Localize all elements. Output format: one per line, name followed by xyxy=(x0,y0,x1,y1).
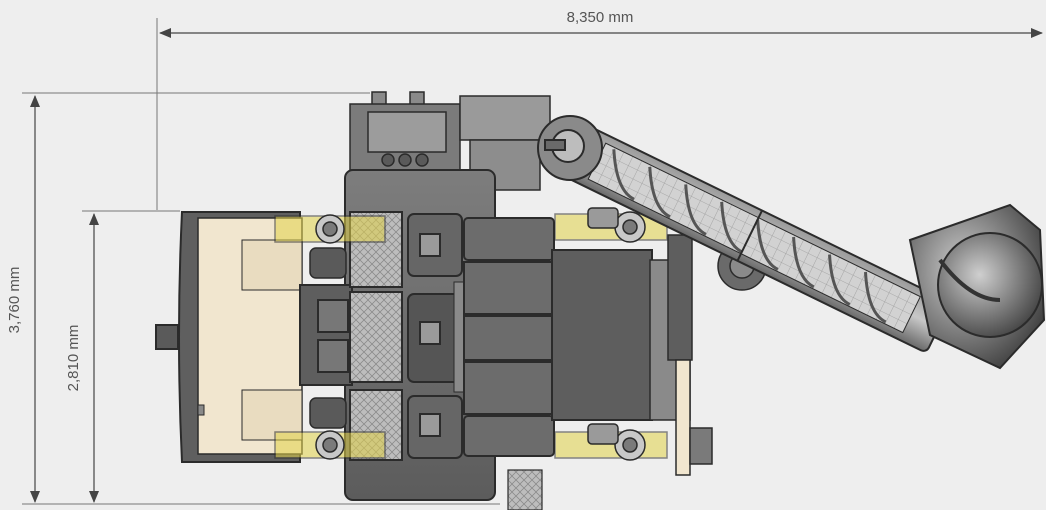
operator-cab xyxy=(155,211,303,463)
rear-hitch-frame xyxy=(349,91,551,191)
w-logo-icon xyxy=(419,233,441,257)
overall-length-label: 8,350 mm xyxy=(567,9,634,26)
w-logo-icon xyxy=(419,413,441,437)
dimension-overall-width: 3,760 mm xyxy=(6,92,500,505)
front-wheel-unit xyxy=(274,214,386,279)
w-logo-icon xyxy=(419,321,441,345)
dimension-track-width: 2,810 mm xyxy=(65,210,180,503)
dimension-overall-length: 8,350 mm xyxy=(156,9,1043,210)
track-width-label: 2,810 mm xyxy=(65,325,82,392)
side-frame xyxy=(649,234,767,476)
discharge-auger xyxy=(537,115,950,352)
main-body xyxy=(299,169,653,510)
rear-wheel-unit xyxy=(274,397,386,460)
rear-right-wheel-unit xyxy=(554,423,668,461)
auger-spout xyxy=(908,203,1046,370)
overall-width-label: 3,760 mm xyxy=(6,267,23,334)
